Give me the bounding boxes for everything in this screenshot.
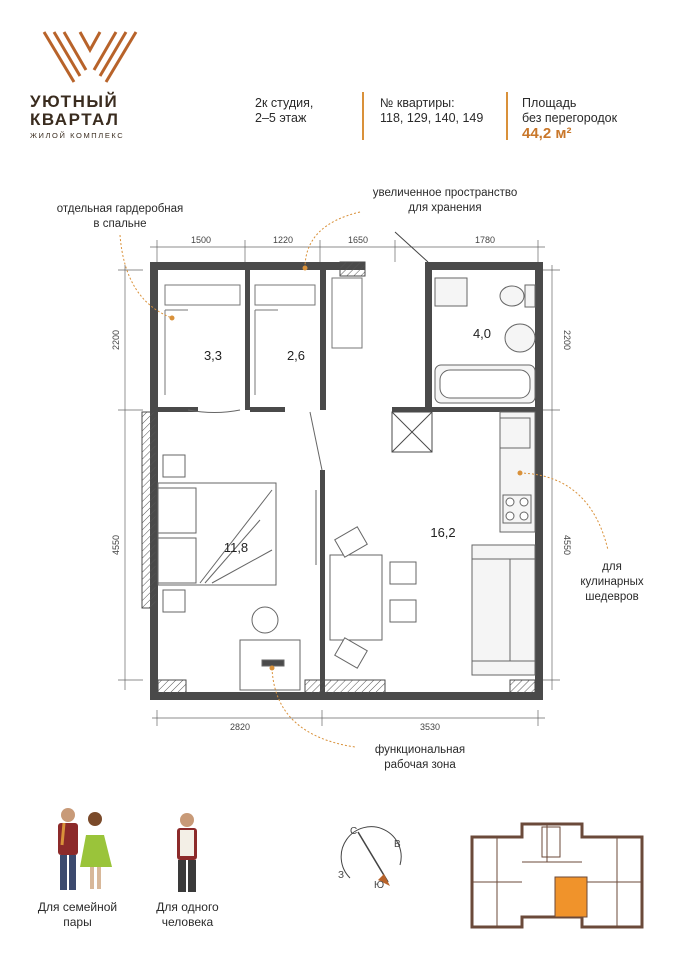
annotation-leaders [119, 211, 609, 748]
couple-caption: Для семейной пары [20, 900, 135, 930]
building-key-plan [470, 822, 644, 929]
dim-top-2: 1220 [273, 235, 293, 245]
single-person-icon [177, 813, 197, 892]
single-caption: Для одного человека [135, 900, 240, 930]
room-area-wardrobe1: 3,3 [204, 348, 222, 363]
storage-note: увеличенное пространство для хранения [345, 186, 545, 216]
storage-note-line1: увеличенное пространство [372, 187, 518, 199]
logo-name-line2: КВАРТАЛ [30, 110, 120, 129]
room-area-wardrobe2: 2,6 [287, 348, 305, 363]
dining-set [329, 526, 417, 669]
dim-bottom-1: 2820 [230, 722, 250, 732]
doors [187, 409, 323, 565]
work-desk [239, 606, 301, 691]
bed [157, 454, 277, 613]
room-area-living: 16,2 [430, 525, 455, 540]
kitchen-note: для кулинарных шедевров [562, 560, 662, 605]
apartment-highlight [554, 876, 588, 918]
compass-east: В [394, 839, 401, 850]
workzone-note-line1: функциональная [374, 744, 466, 756]
compass-icon: С В Ю З [338, 826, 402, 891]
bedroom-window [141, 411, 157, 609]
wardrobe-note-line2: в спальне [93, 218, 147, 230]
compass-north: С [350, 826, 357, 837]
wardrobe-shelving [164, 277, 363, 395]
single-caption-line1: Для одного [156, 900, 219, 914]
leader-dot [269, 665, 275, 671]
window-segment [157, 679, 187, 695]
apartment-type: 2к студия, 2–5 этаж [255, 96, 313, 126]
dim-bottom-2: 3530 [420, 722, 440, 732]
dimension-lines [118, 240, 560, 726]
area-value: 44,2 м² [522, 125, 572, 142]
workzone-note-line2: рабочая зона [384, 759, 456, 771]
storage-note-line2: для хранения [408, 202, 482, 214]
sofa [471, 544, 536, 676]
single-caption-line2: человека [161, 915, 214, 929]
apartment-numbers-label: № квартиры: [380, 96, 455, 110]
area-block: Площадь без перегородок 44,2 м² [522, 96, 617, 141]
leader-dot [302, 265, 308, 271]
logo-subtitle: ЖИЛОЙ КОМПЛЕКС [30, 131, 125, 140]
apartment-numbers-value: 118, 129, 140, 149 [380, 111, 484, 125]
bathroom-fixtures [434, 277, 536, 404]
area-label-line1: Площадь [522, 96, 577, 110]
wardrobe-note-line1: отдельная гардеробная [56, 203, 184, 215]
kitchen-note-line1: для [602, 561, 622, 573]
compass-west: З [338, 870, 344, 881]
window-segment [509, 679, 536, 695]
couple-icon [58, 808, 112, 890]
ventilation-shaft [339, 261, 366, 277]
logo-name-line1: УЮТНЫЙ [30, 92, 119, 111]
apartment-type-line1: 2к студия, [255, 96, 314, 110]
dim-top-1: 1500 [191, 235, 211, 245]
couple-caption-line1: Для семейной [37, 900, 118, 914]
area-label-line2: без перегородок [522, 111, 618, 125]
apartment-type-line2: 2–5 этаж [255, 111, 307, 125]
dim-top-3: 1650 [348, 235, 368, 245]
window-segment [304, 679, 386, 695]
room-area-bedroom: 11,8 [224, 540, 248, 555]
header-divider [506, 92, 508, 140]
leader-dot [517, 470, 523, 476]
kitchen-note-line2: кулинарных [580, 576, 644, 588]
logo: УЮТНЫЙ КВАРТАЛ ЖИЛОЙ КОМПЛЕКС [30, 28, 170, 143]
logo-mark-icon [42, 31, 138, 83]
workzone-note: функциональная рабочая зона [340, 743, 500, 773]
leader-dot [169, 315, 175, 321]
kitchen-shaft [391, 411, 433, 453]
dim-top-4: 1780 [475, 235, 495, 245]
room-area-bathroom: 4,0 [473, 326, 491, 341]
apartment-numbers: № квартиры: 118, 129, 140, 149 [380, 96, 483, 126]
wardrobe-note: отдельная гардеробная в спальне [30, 202, 210, 232]
kitchen-counter [499, 411, 536, 533]
dim-left-2: 4550 [111, 535, 121, 555]
dim-right-1: 2200 [562, 330, 572, 350]
header-divider [362, 92, 364, 140]
dim-right-2: 4550 [562, 535, 572, 555]
kitchen-note-line3: шедевров [585, 591, 639, 603]
dim-left-1: 2200 [111, 330, 121, 350]
compass-south: Ю [374, 880, 384, 891]
couple-caption-line2: пары [63, 915, 92, 929]
